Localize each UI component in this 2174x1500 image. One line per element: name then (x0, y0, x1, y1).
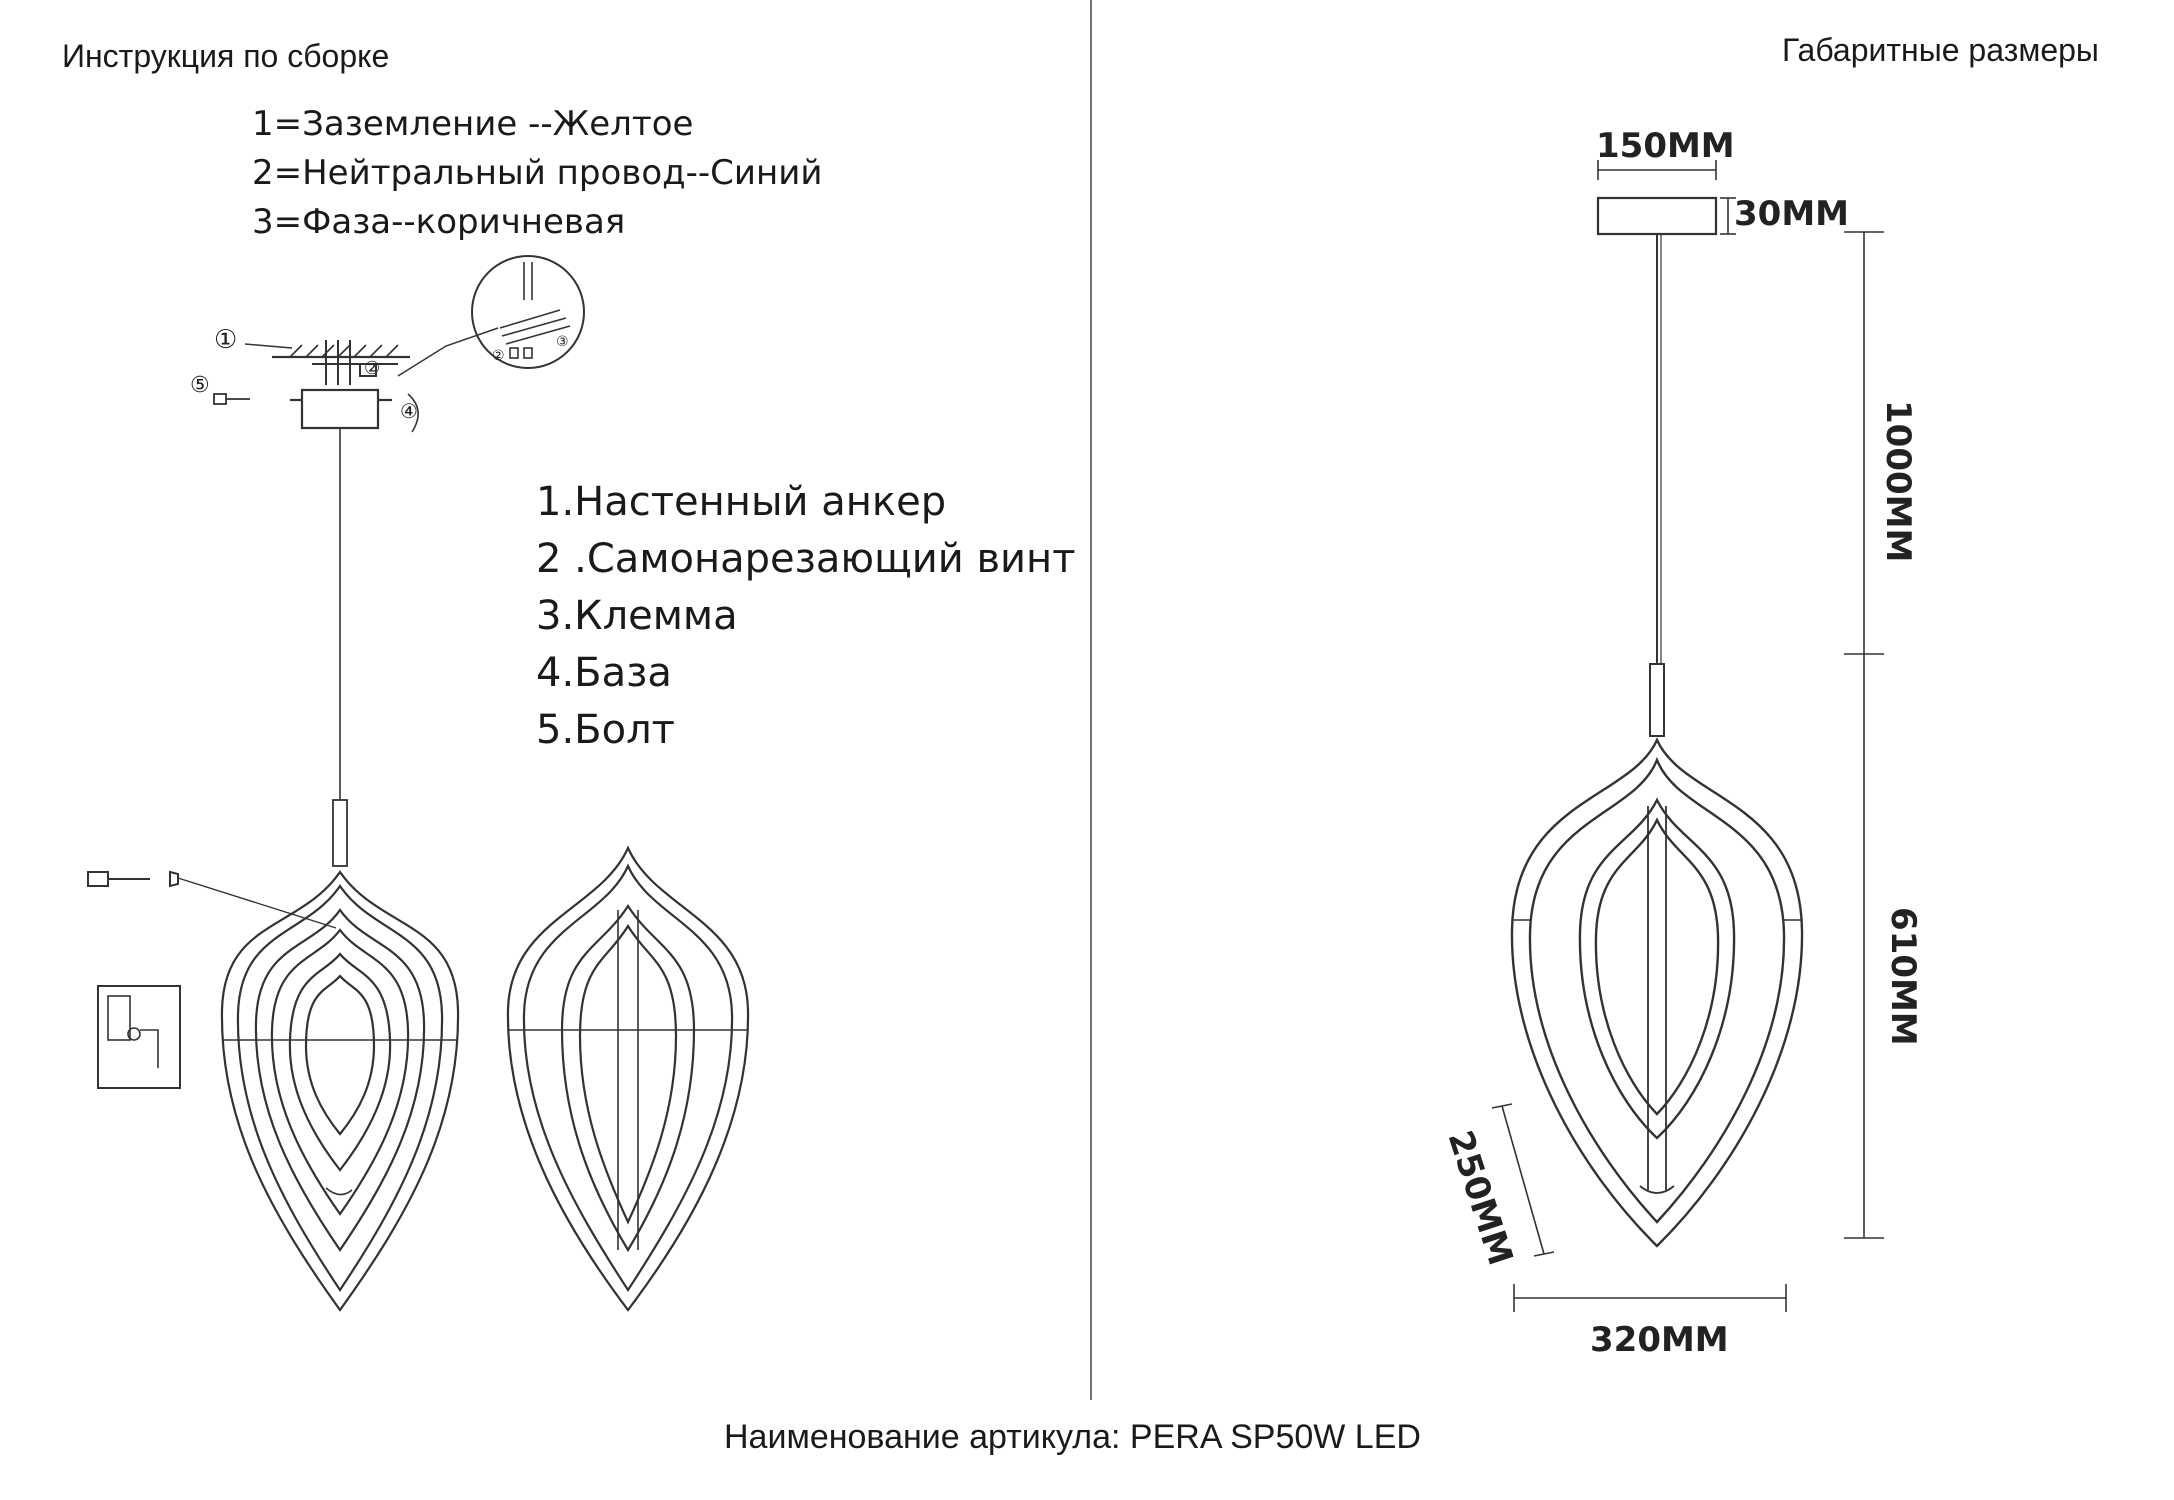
part-base: 4.База (536, 650, 672, 696)
dim-canopy-width: 150MM (1596, 126, 1735, 166)
wire-legend-phase: 3=Фаза--коричневая (252, 202, 626, 242)
callout-4: ④ (400, 399, 418, 423)
wire-legend-neutral: 2=Нейтральный провод--Синий (252, 153, 823, 193)
screwdriver (87, 870, 179, 888)
wire-legend-ground: 1=Заземление --Желтое (252, 104, 694, 144)
dim-shade-width: 320MM (1590, 1320, 1729, 1360)
ceiling-hatch (289, 344, 399, 358)
lamp-side-view (506, 845, 750, 1312)
wall-anchors (325, 340, 351, 385)
callout-2: ② (364, 358, 380, 379)
callout-1: ① (214, 325, 237, 355)
callout-3-detail: ③ (556, 334, 569, 350)
lamp-front-view (220, 870, 460, 1312)
parts-list: 1.Настенный анкер 2 .Самонарезающий винт… (536, 474, 1076, 759)
callout-5: ⑤ (190, 373, 210, 398)
dim-canopy-height: 30MM (1734, 194, 1849, 234)
overall-dimensions-title: Габаритные размеры (1782, 32, 2099, 68)
part-terminal: 3.Клемма (536, 593, 738, 639)
bolt-5 (213, 393, 250, 405)
assembly-instructions-title: Инструкция по сборке (62, 38, 390, 74)
part-self-tapping-screw: 2 .Самонарезающий винт (536, 536, 1076, 582)
lamp-dimension-view (1510, 737, 1804, 1248)
detail-box (97, 985, 181, 1089)
cable-sleeve-right (1649, 663, 1665, 737)
cable-sleeve-left (332, 799, 348, 867)
terminal-detail (499, 262, 571, 359)
part-bolt: 5.Болт (536, 707, 675, 753)
article-name: Наименование артикула: PERA SP50W LED (724, 1418, 1421, 1456)
callout-2-detail: ② (492, 348, 505, 364)
terminal-detail-circle (471, 255, 585, 369)
canopy-right (1596, 196, 1718, 236)
mounting-bracket (312, 363, 398, 377)
part-wall-anchor: 1.Настенный анкер (536, 479, 947, 525)
canopy-base (300, 388, 380, 430)
